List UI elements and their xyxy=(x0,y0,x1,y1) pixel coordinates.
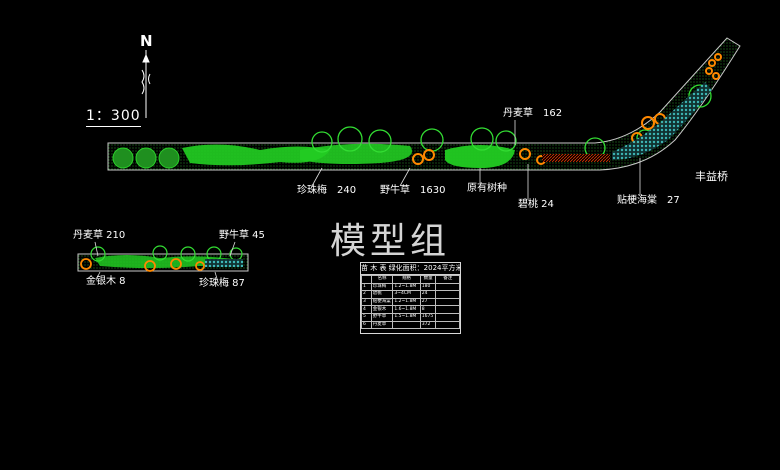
table-cell: 2 xyxy=(361,290,372,299)
table-cell: 野牛草 xyxy=(370,312,394,322)
table-cell: 27 xyxy=(419,297,437,307)
watermark: 模型组 xyxy=(330,221,451,262)
north-label: N xyxy=(140,32,153,50)
table-cell: 3 xyxy=(361,297,372,307)
label-danmaicao-main: 丹麦草 162 xyxy=(503,108,563,119)
table-row: 4 金银木 1.6~1.8M 8 xyxy=(361,305,460,314)
table-cell xyxy=(435,297,460,307)
table-cell: 180 xyxy=(419,282,437,292)
label-tiegeng: 贴梗海棠 27 xyxy=(617,195,680,206)
table-header-cell: 备注 xyxy=(435,275,460,284)
label-zhenzhumei-small: 珍珠梅 87 xyxy=(199,278,245,289)
table-row: 3 贴梗海棠 1.2~1.8M 27 xyxy=(361,297,460,307)
table-cell: 金银木 xyxy=(370,305,394,314)
table-cell: 丹麦草 xyxy=(370,320,394,330)
label-biguo: 碧桃 24 xyxy=(518,199,554,210)
scale-label: 1：300 xyxy=(86,105,141,127)
table-cell: 4 xyxy=(361,305,372,314)
table-cell: 1.6~1.8M xyxy=(392,305,421,314)
table-header-cell: 名称 xyxy=(370,275,394,284)
table-cell: 贴梗海棠 xyxy=(370,297,394,307)
label-jinyinmu: 金银木 8 xyxy=(86,276,126,287)
table-cell: 碧桃 xyxy=(370,290,394,299)
table-cell: 6 xyxy=(361,320,372,330)
table-cell xyxy=(435,282,460,292)
table-header-row: 名称 规格 数量 备注 xyxy=(361,275,460,284)
table-cell: 1675 xyxy=(419,312,437,322)
north-arrow-icon xyxy=(141,50,151,118)
table-cell xyxy=(435,320,460,330)
table-cell: 372 xyxy=(419,320,437,330)
table-row: 1 珍珠梅 1.2~1.8M 180 xyxy=(361,282,460,292)
table-cell: 24 xyxy=(419,290,437,299)
table-row: 6 丹麦草 372 xyxy=(361,320,460,330)
table-header-cell xyxy=(361,275,372,284)
table-cell: 5 xyxy=(361,312,372,322)
plant-table-grid: 名称 规格 数量 备注 1 珍珠梅 1.2~1.8M 180 2 碧桃 3~4C… xyxy=(361,275,460,330)
table-header-cell: 规格 xyxy=(392,275,421,284)
label-fengyiqiao: 丰益桥 xyxy=(695,170,728,183)
table-cell: 1 xyxy=(361,282,372,292)
small-planting-strip xyxy=(77,245,249,272)
table-cell: 珍珠梅 xyxy=(370,282,394,292)
table-cell xyxy=(392,320,421,330)
table-row: 5 野牛草 1.5~1.8M 1675 xyxy=(361,312,460,322)
table-title: 苗 木 表 绿化面积：2024平方米 xyxy=(361,263,460,275)
plant-schedule-table: 苗 木 表 绿化面积：2024平方米 名称 规格 数量 备注 1 珍珠梅 1.2… xyxy=(360,262,461,334)
label-yeniucao-main: 野牛草 1630 xyxy=(380,185,446,196)
table-row: 2 碧桃 3~4CM 24 xyxy=(361,290,460,299)
table-cell xyxy=(435,305,460,314)
table-cell: 1.2~1.8M xyxy=(392,282,421,292)
label-yuanyou: 原有树种 xyxy=(467,183,507,194)
table-cell xyxy=(435,312,460,322)
label-zhenzhumei-main: 珍珠梅 240 xyxy=(297,185,357,196)
table-cell: 1.2~1.8M xyxy=(392,297,421,307)
table-cell: 3~4CM xyxy=(392,290,421,299)
label-yeniucao-small: 野牛草 45 xyxy=(219,230,265,241)
main-planting-strip xyxy=(107,37,741,171)
table-cell xyxy=(435,290,460,299)
table-header-cell: 数量 xyxy=(419,275,437,284)
label-danmaicao-small: 丹麦草 210 xyxy=(73,230,126,241)
table-cell: 8 xyxy=(419,305,437,314)
table-cell: 1.5~1.8M xyxy=(392,312,421,322)
